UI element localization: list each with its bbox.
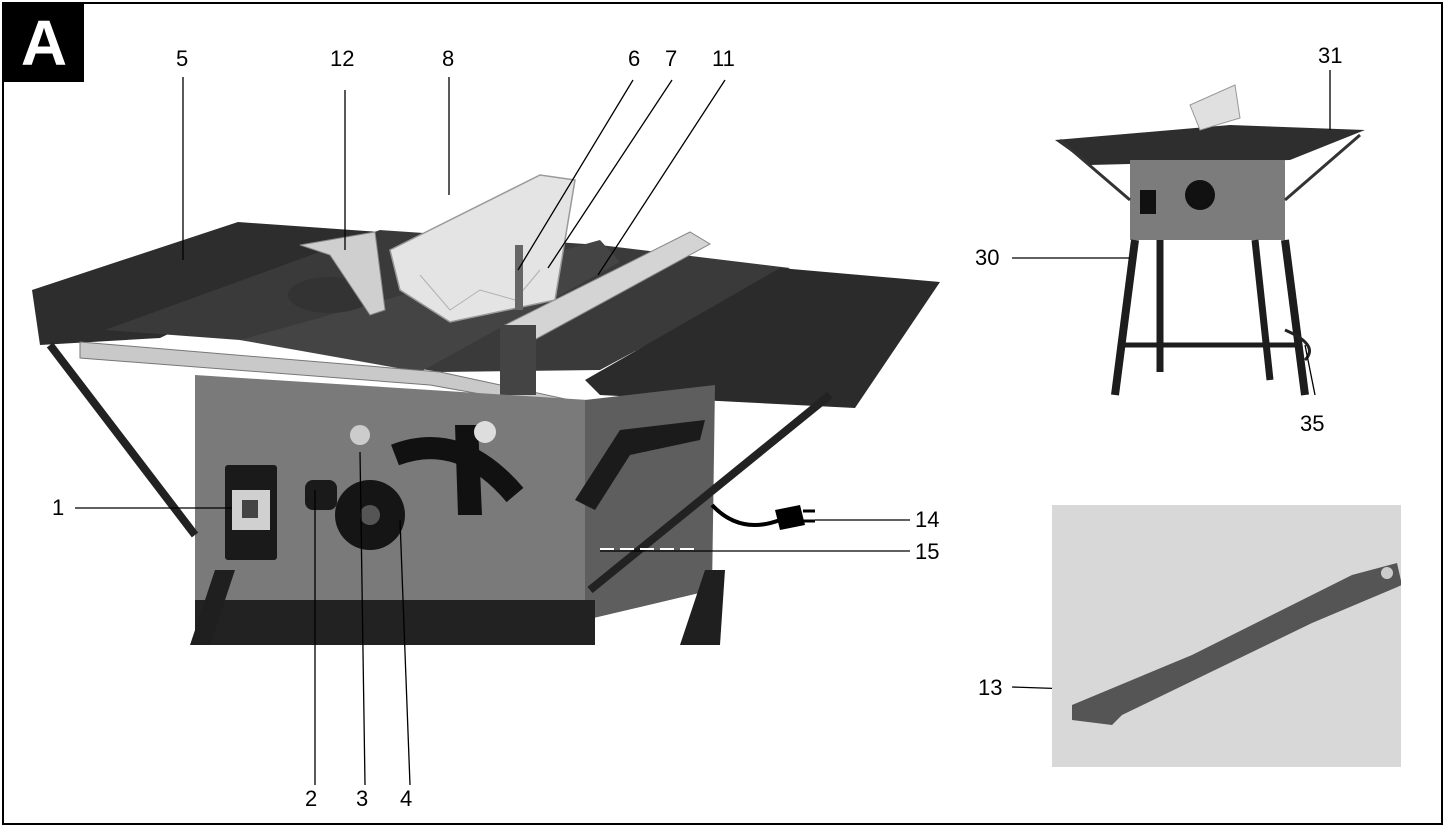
push-stick-photo	[1052, 505, 1402, 767]
right-extension-table	[585, 268, 940, 408]
callout-6: 6	[628, 46, 641, 71]
left-extension-table	[32, 222, 380, 345]
callout-35: 35	[1300, 411, 1325, 436]
callout-8: 8	[442, 46, 455, 71]
callout-12: 12	[330, 46, 355, 71]
leader-lines	[75, 70, 1331, 786]
callout-15: 15	[915, 539, 940, 564]
stand-leg-right	[680, 570, 725, 645]
mains-plug	[775, 505, 805, 530]
locking-knob	[455, 425, 482, 515]
callout-2: 2	[305, 786, 318, 811]
section-badge: A	[4, 4, 84, 82]
callout-14: 14	[915, 507, 940, 532]
callout-11: 11	[712, 46, 735, 71]
callout-3: 3	[356, 786, 369, 811]
stand-leg-left	[190, 570, 235, 645]
push-stick-icon	[1072, 563, 1402, 725]
callout-5: 5	[176, 46, 189, 71]
callout-30: 30	[975, 245, 1000, 270]
saw-on-stand-thumbnail	[1055, 84, 1365, 396]
power-cable	[710, 503, 781, 527]
blade-guard	[389, 174, 576, 323]
callout-1: 1	[52, 495, 65, 520]
callout-7: 7	[665, 46, 678, 71]
callout-13: 13	[978, 675, 1003, 700]
base-bar	[195, 600, 595, 645]
callout-4: 4	[400, 786, 413, 811]
push-stick-holder	[575, 420, 705, 510]
mitre-fence	[299, 231, 386, 316]
callout-31: 31	[1318, 43, 1343, 68]
